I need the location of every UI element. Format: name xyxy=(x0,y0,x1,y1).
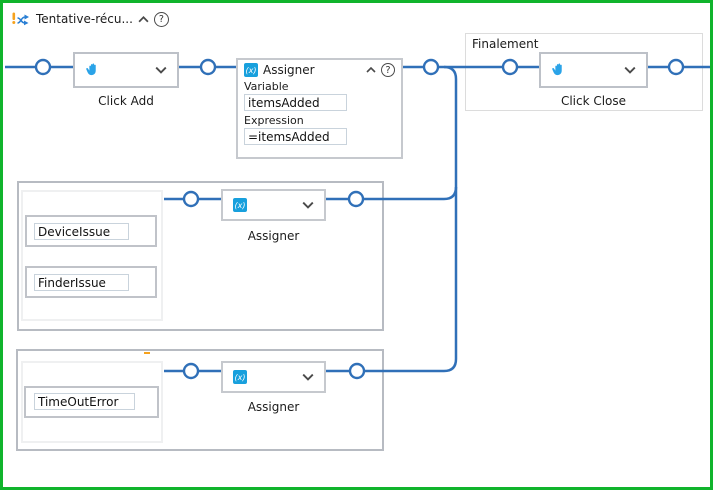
hand-click-icon xyxy=(551,61,568,79)
variable-label: Variable xyxy=(244,80,289,93)
catch2-assign-activity[interactable]: (x) xyxy=(221,361,326,393)
chevron-down-icon[interactable] xyxy=(302,201,314,209)
click-close-label: Click Close xyxy=(560,94,627,108)
click-close-activity[interactable] xyxy=(539,52,648,88)
connection-port[interactable] xyxy=(34,58,52,76)
chevron-down-icon[interactable] xyxy=(302,373,314,381)
exception-name-input[interactable] xyxy=(34,393,135,410)
chevron-down-icon[interactable] xyxy=(155,66,167,74)
catch1-assign-label: Assigner xyxy=(247,229,300,243)
finally-label: Finalement xyxy=(472,37,539,51)
expression-label: Expression xyxy=(244,114,304,127)
exception-item[interactable] xyxy=(24,386,159,418)
assign-activity-expanded[interactable]: (x) Assigner ? Variable Expression xyxy=(236,58,403,159)
exception-item[interactable] xyxy=(25,266,157,298)
trycatch-header: Tentative-récu... ? xyxy=(11,11,169,27)
assign-icon: (x) xyxy=(233,198,247,212)
help-icon[interactable]: ? xyxy=(381,63,395,77)
orange-marker xyxy=(144,352,150,354)
assign-icon: (x) xyxy=(244,63,258,77)
expression-input[interactable] xyxy=(244,128,347,145)
click-add-activity[interactable] xyxy=(73,52,179,88)
assign-title: Assigner xyxy=(263,63,315,77)
exception-name-input[interactable] xyxy=(34,274,129,291)
collapse-chevron-up-icon[interactable] xyxy=(366,67,376,73)
help-icon[interactable]: ? xyxy=(153,11,169,27)
exception-name-input[interactable] xyxy=(34,223,129,240)
chevron-down-icon[interactable] xyxy=(624,66,636,74)
exception-item[interactable] xyxy=(25,215,157,247)
trycatch-title: Tentative-récu... xyxy=(36,12,133,26)
catch-block-1-exception-panel xyxy=(21,190,163,321)
connection-port[interactable] xyxy=(422,58,440,76)
catch1-assign-activity[interactable]: (x) xyxy=(221,189,326,221)
assign-icon: (x) xyxy=(233,370,247,384)
catch2-assign-label: Assigner xyxy=(247,400,300,414)
variable-input[interactable] xyxy=(244,94,347,111)
collapse-chevron-up-icon[interactable] xyxy=(138,15,149,23)
click-add-label: Click Add xyxy=(98,94,154,108)
hand-click-icon xyxy=(85,61,102,79)
connection-port[interactable] xyxy=(199,58,217,76)
try-catch-icon xyxy=(11,11,31,27)
